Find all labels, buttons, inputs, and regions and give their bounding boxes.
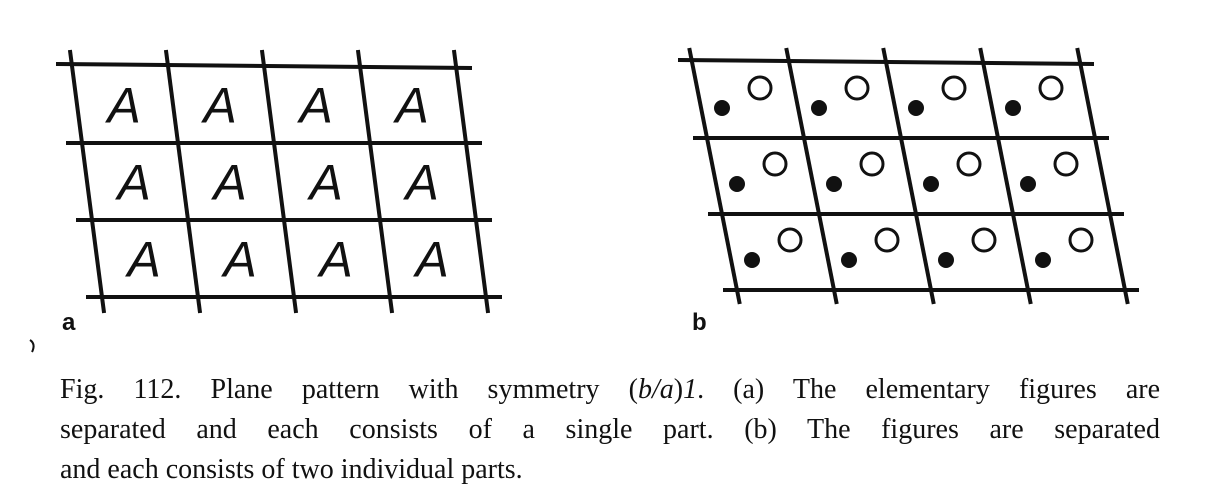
caption-line-1-paren: ): [673, 374, 684, 405]
motif-filled-dot: [938, 252, 954, 268]
lattice-column-line: [355, 49, 395, 314]
motif-open-circle: [874, 227, 900, 253]
motif-letter-a: A: [297, 78, 333, 134]
lattice-column-line: [67, 49, 107, 314]
motif-filled-dot: [841, 252, 857, 268]
motif-letter-a: A: [201, 78, 237, 134]
motif-open-circle: [971, 227, 997, 253]
symmetry-symbol: b/a: [637, 374, 674, 405]
motif-open-circle: [747, 75, 773, 101]
motif-open-circle: [1038, 75, 1064, 101]
motif-letter-a: A: [393, 78, 429, 134]
motif-filled-dot: [826, 176, 842, 192]
motif-open-circle: [844, 75, 870, 101]
panel-b-label: b: [692, 309, 707, 336]
caption-line-3: and each consists of two individual part…: [60, 454, 523, 485]
lattice-column-line: [1075, 47, 1130, 305]
motif-filled-dot: [908, 100, 924, 116]
motif-filled-dot: [923, 176, 939, 192]
lattice-column-line: [784, 47, 839, 305]
motif-filled-dot: [714, 100, 730, 116]
motif-open-circle: [859, 151, 885, 177]
lattice-column-line: [881, 47, 936, 305]
motif-filled-dot: [1035, 252, 1051, 268]
lattice-column-line: [163, 49, 203, 314]
motif-filled-dot: [729, 176, 745, 192]
motif-filled-dot: [1005, 100, 1021, 116]
motif-letter-a: A: [125, 232, 161, 288]
motif-letter-a: A: [105, 78, 141, 134]
panel-a-label: a: [62, 309, 76, 336]
motif-open-circle: [777, 227, 803, 253]
caption-line-2: separated and each consists of a single …: [60, 414, 1160, 445]
motif-open-circle: [1053, 151, 1079, 177]
motif-letter-a: A: [115, 155, 151, 211]
motif-filled-dot: [744, 252, 760, 268]
motif-letter-a: A: [413, 232, 449, 288]
motif-letter-a: A: [307, 155, 343, 211]
lattice-column-line: [259, 49, 299, 314]
symmetry-order: 1: [683, 374, 698, 405]
lattice-column-line: [687, 47, 742, 305]
motif-letter-a: A: [317, 232, 353, 288]
caption-line-1-start: Fig. 112. Plane pattern with symmetry (: [60, 374, 638, 405]
motif-filled-dot: [811, 100, 827, 116]
lattice-column-line: [978, 47, 1033, 305]
motif-open-circle: [941, 75, 967, 101]
caption-line-1-end: . (a) The elementary figures are: [697, 374, 1160, 405]
motif-letter-a: A: [211, 155, 247, 211]
stray-mark: [29, 339, 35, 353]
motif-open-circle: [762, 151, 788, 177]
motif-open-circle: [1068, 227, 1094, 253]
panel-b-lattice: [677, 47, 1139, 305]
motif-letter-a: A: [403, 155, 439, 211]
motif-letter-a: A: [221, 232, 257, 288]
figure-caption: Fig. 112. Plane pattern with symmetry (b…: [60, 370, 1160, 490]
motif-open-circle: [956, 151, 982, 177]
lattice-column-line: [451, 49, 491, 314]
motif-filled-dot: [1020, 176, 1036, 192]
caption-line-1: Fig. 112. Plane pattern with symmetry (b…: [60, 370, 1160, 410]
